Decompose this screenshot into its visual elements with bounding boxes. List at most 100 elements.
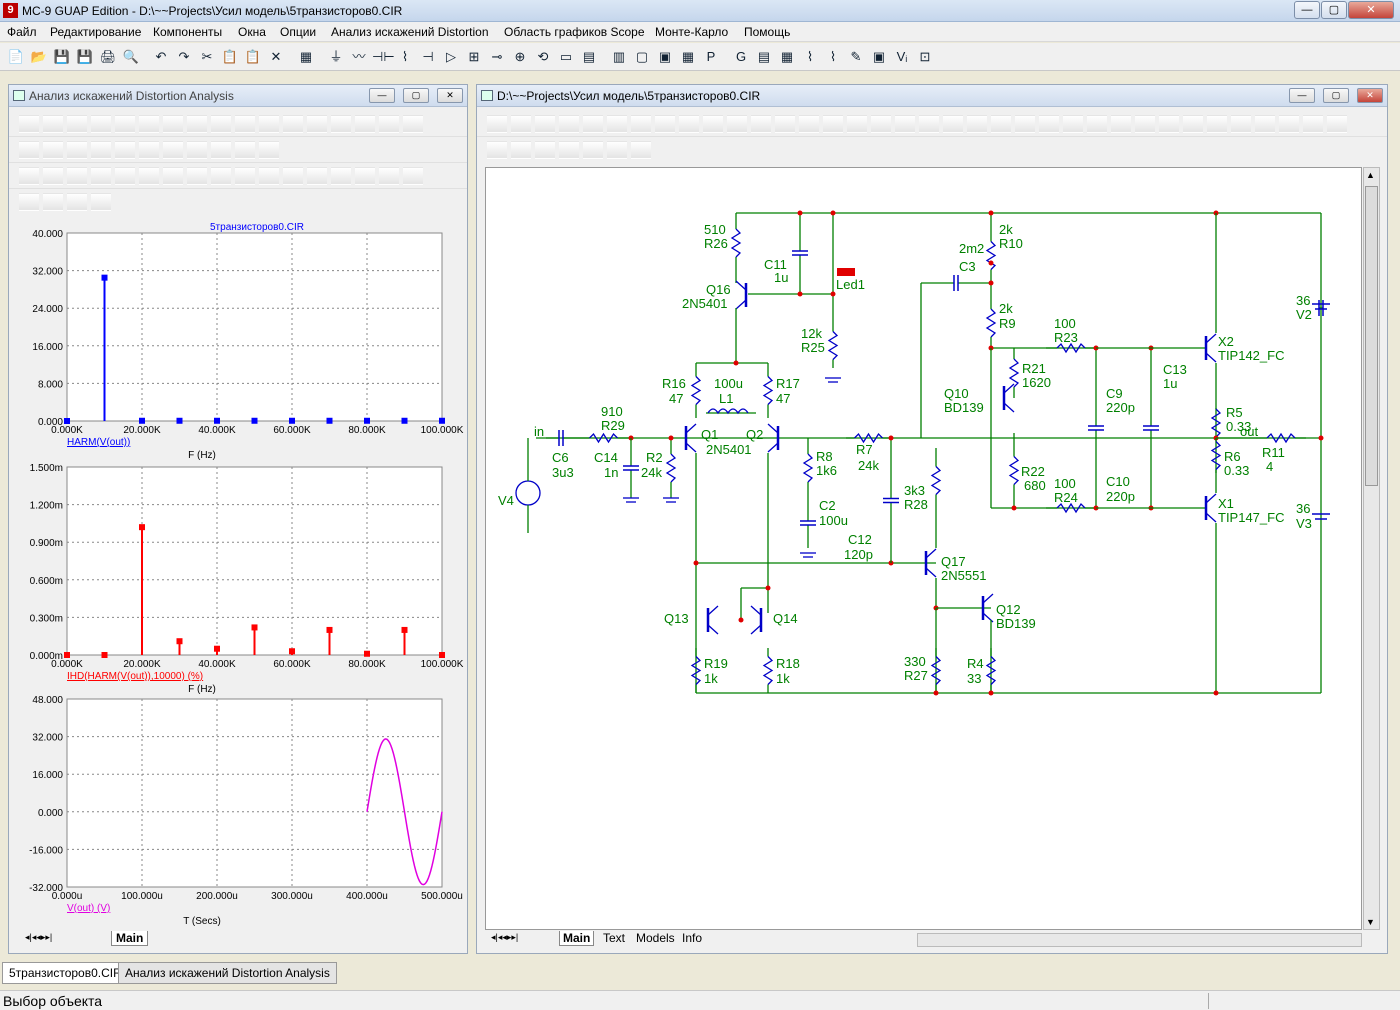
tool-button[interactable] [1015,115,1035,133]
toolbar-button-19[interactable]: ⊞ [468,49,480,64]
toolbar-button-31[interactable]: ▤ [757,49,771,64]
schematic-maximize-button[interactable]: ▢ [1323,88,1349,103]
tool-button[interactable] [631,115,651,133]
tool-button[interactable] [607,115,627,133]
tool-button[interactable] [235,141,255,159]
tool-button[interactable] [1135,115,1155,133]
tool-button[interactable] [163,141,183,159]
menu-item-4[interactable]: Опции [280,25,317,39]
tool-button[interactable] [823,115,843,133]
tool-button[interactable] [331,115,351,133]
menu-item-8[interactable]: Помощь [744,25,791,39]
tool-button[interactable] [19,167,39,185]
toolbar-button-22[interactable]: ⟲ [537,49,549,64]
menu-item-2[interactable]: Компоненты [153,25,223,39]
tool-button[interactable] [187,141,207,159]
toolbar-button-29[interactable]: P [706,49,716,64]
tool-button[interactable] [115,167,135,185]
toolbar-button-1[interactable]: 📂 [30,49,48,64]
toolbar-button-37[interactable]: Vᵢ [896,49,908,64]
tool-button[interactable] [895,115,915,133]
tool-button[interactable] [43,115,63,133]
tool-button[interactable] [679,115,699,133]
tool-button[interactable] [655,115,675,133]
nav-first-button[interactable]: ◂|◂◂▸▸| [491,932,519,942]
tool-button[interactable] [583,141,603,159]
tool-button[interactable] [1231,115,1251,133]
menu-item-0[interactable]: Файл [7,25,37,39]
window-tab-1[interactable]: Анализ искажений Distortion Analysis [118,962,337,984]
tool-button[interactable] [775,115,795,133]
tool-button[interactable] [259,167,279,185]
tool-button[interactable] [283,115,303,133]
tool-button[interactable] [67,193,87,211]
tool-button[interactable] [511,141,531,159]
tool-button[interactable] [187,115,207,133]
tool-button[interactable] [307,115,327,133]
toolbar-button-8[interactable]: ✂ [201,49,213,64]
tool-button[interactable] [139,167,159,185]
tool-button[interactable] [487,115,507,133]
toolbar-button-24[interactable]: ▤ [582,49,596,64]
toolbar-button-33[interactable]: ⌇ [806,49,814,64]
tool-button[interactable] [403,115,423,133]
tool-button[interactable] [211,141,231,159]
tool-button[interactable] [631,141,651,159]
toolbar-button-36[interactable]: ▣ [872,49,886,64]
tool-button[interactable] [355,115,375,133]
close-button[interactable]: ✕ [1348,1,1394,19]
tool-button[interactable] [43,141,63,159]
tool-button[interactable] [379,167,399,185]
toolbar-button-25[interactable]: ▥ [612,49,626,64]
analysis-maximize-button[interactable]: ▢ [403,88,429,103]
tool-button[interactable] [751,115,771,133]
tool-button[interactable] [727,115,747,133]
tool-button[interactable] [1159,115,1179,133]
toolbar-button-2[interactable]: 💾 [53,49,71,64]
tool-button[interactable] [799,115,819,133]
tool-button[interactable] [487,141,507,159]
toolbar-button-12[interactable]: ▦ [299,49,313,64]
tool-button[interactable] [871,115,891,133]
toolbar-button-9[interactable]: 📋 [221,49,239,64]
toolbar-button-28[interactable]: ▦ [681,49,695,64]
tool-button[interactable] [91,115,111,133]
tool-button[interactable] [163,167,183,185]
tool-button[interactable] [235,167,255,185]
menu-item-7[interactable]: Монте-Карло [655,25,729,39]
tool-button[interactable] [115,141,135,159]
toolbar-button-6[interactable]: ↶ [155,49,167,64]
tool-button[interactable] [259,141,279,159]
tool-button[interactable] [991,115,1011,133]
tool-button[interactable] [1111,115,1131,133]
schematic-tab-info[interactable]: Info [682,931,703,945]
toolbar-button-15[interactable]: ⊣⊢ [372,49,395,64]
tool-button[interactable] [1039,115,1059,133]
tool-button[interactable] [211,115,231,133]
tool-button[interactable] [967,115,987,133]
tool-button[interactable] [511,115,531,133]
toolbar-button-18[interactable]: ▷ [446,49,456,64]
toolbar-button-0[interactable]: 📄 [7,49,25,64]
tool-button[interactable] [1279,115,1299,133]
tool-button[interactable] [1063,115,1083,133]
toolbar-button-30[interactable]: G [735,49,747,64]
tool-button[interactable] [703,115,723,133]
toolbar-button-16[interactable]: ⌇ [401,49,409,64]
tool-button[interactable] [115,115,135,133]
tool-button[interactable] [211,167,231,185]
tab-main[interactable]: Main [111,931,149,946]
horizontal-scrollbar[interactable] [917,933,1362,947]
tool-button[interactable] [187,167,207,185]
toolbar-button-38[interactable]: ⊡ [919,49,931,64]
window-tab-0[interactable]: 5транзисторов0.CIR [2,962,129,984]
scrollbar-thumb[interactable] [1365,186,1378,486]
tool-button[interactable] [559,141,579,159]
toolbar-button-17[interactable]: ⊣ [422,49,434,64]
toolbar-button-14[interactable]: 〰 [352,49,366,64]
toolbar-button-35[interactable]: ✎ [850,49,862,64]
tool-button[interactable] [331,167,351,185]
menu-item-6[interactable]: Область графиков Scope [504,25,645,39]
tool-button[interactable] [847,115,867,133]
